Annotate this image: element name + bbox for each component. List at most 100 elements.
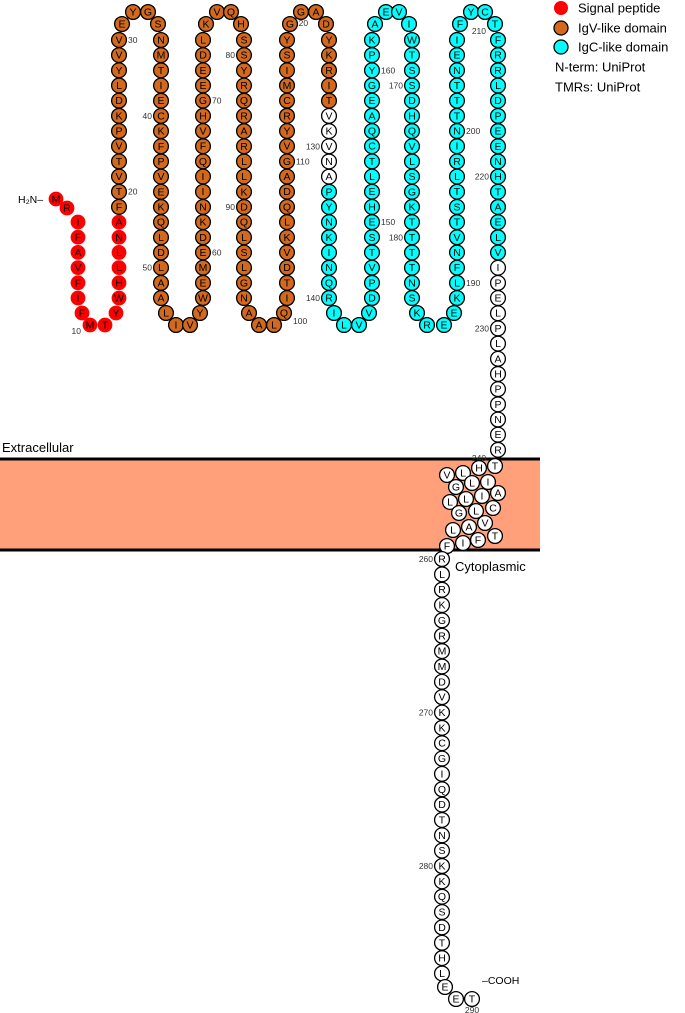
residue-circle	[463, 990, 481, 1008]
residue-letter: C	[489, 503, 497, 515]
residue-161: P	[363, 47, 381, 64]
residue-letter: Y	[112, 308, 119, 320]
residue-letter: F	[158, 141, 164, 153]
residue-letter: L	[369, 171, 375, 183]
residue-letter: L	[463, 494, 469, 506]
residue-letter: F	[454, 262, 460, 274]
residue-letter: V	[494, 247, 501, 259]
residue-letter: G	[199, 95, 207, 107]
residue-209: C	[476, 3, 494, 21]
residue-48: L	[152, 229, 170, 246]
residue-153: L	[363, 168, 381, 185]
residue-letter: T	[495, 186, 502, 198]
residue-70: G	[194, 92, 212, 109]
residue-1: M	[48, 191, 64, 207]
cytoplasmic-label: Cytoplasmic	[455, 559, 526, 574]
residue-262: R	[433, 581, 451, 598]
residue-letter: E	[382, 7, 389, 19]
residue-circle	[181, 316, 199, 334]
residue-letter: E	[199, 277, 206, 289]
residue-letter: Q	[408, 126, 416, 138]
residue-8: I	[70, 290, 86, 306]
residue-81: Y	[235, 62, 253, 79]
residue-9: F	[74, 305, 90, 321]
residue-109: A	[278, 168, 296, 185]
residue-89: K	[235, 183, 253, 200]
residue-171: D	[403, 92, 421, 109]
residue-circle	[235, 290, 253, 307]
residue-letter: L	[454, 277, 460, 289]
residue-letter: V	[365, 308, 372, 320]
position-label-100: 100	[293, 316, 307, 326]
residue-letter: I	[441, 768, 444, 780]
residue-letter: A	[74, 247, 81, 259]
residue-letter: I	[175, 320, 178, 332]
residue-letter: Q	[240, 217, 248, 229]
residue-82: R	[235, 77, 253, 94]
residue-76: V	[208, 3, 226, 21]
residue-letter: E	[368, 186, 375, 198]
residue-80: S	[235, 47, 253, 64]
position-label-290: 290	[465, 1005, 479, 1013]
residue-letter: G	[455, 508, 463, 520]
residue-59: M	[194, 259, 212, 276]
residue-249: L	[441, 493, 459, 511]
residue-letter: L	[454, 171, 460, 183]
residue-letter: D	[157, 247, 165, 259]
residue-letter: L	[158, 262, 164, 274]
residue-120: G	[292, 3, 310, 21]
residue-circle	[350, 316, 368, 334]
residue-circle	[265, 316, 283, 334]
residue-65: I	[194, 168, 212, 185]
residue-95: G	[235, 274, 253, 291]
residue-letter: V	[115, 141, 122, 153]
residue-circle	[403, 290, 421, 307]
residue-circle	[448, 31, 466, 48]
residue-40: C	[152, 107, 170, 124]
residue-178: K	[403, 198, 421, 216]
residue-circle	[139, 3, 157, 21]
residue-222: A	[489, 198, 507, 216]
residue-letter: A	[465, 522, 472, 534]
residue-278: N	[433, 827, 451, 844]
residue-158: E	[363, 92, 381, 109]
residue-letter: L	[158, 232, 164, 244]
residue-letter: T	[102, 320, 109, 332]
residue-letter: F	[457, 19, 463, 31]
residue-letter: K	[325, 126, 332, 138]
residue-106: L	[278, 214, 296, 231]
residue-letter: E	[199, 247, 206, 259]
residue-86: R	[235, 138, 253, 155]
residue-136: K	[320, 229, 338, 246]
residue-letter: K	[368, 34, 375, 46]
residue-circle	[222, 3, 240, 21]
residue-letter: G	[283, 156, 291, 168]
residue-letter: R	[494, 65, 502, 77]
residue-letter: E	[368, 95, 375, 107]
residue-186: R	[418, 316, 436, 334]
residue-letter: E	[199, 65, 206, 77]
residue-letter: I	[456, 34, 459, 46]
residue-244: L	[463, 474, 481, 492]
residue-79: S	[235, 31, 253, 49]
residue-143: V	[350, 316, 368, 334]
residue-letter: K	[438, 722, 445, 734]
residue-177: G	[403, 183, 421, 200]
position-label-260: 260	[419, 554, 433, 564]
residue-letter: C	[481, 7, 489, 19]
residue-circle	[110, 31, 128, 48]
residue-letter: E	[441, 982, 448, 994]
residue-letter: E	[118, 19, 125, 31]
residue-letter: L	[163, 308, 169, 320]
residue-letter: W	[407, 35, 417, 47]
residue-letter: T	[454, 95, 461, 107]
position-label-80: 80	[226, 50, 236, 60]
residue-141: I	[325, 304, 343, 322]
residue-letter: V	[453, 232, 460, 244]
residue-letter: I	[202, 186, 205, 198]
position-label-140: 140	[306, 293, 320, 303]
residue-letter: A	[157, 293, 164, 305]
residue-78: H	[232, 15, 250, 33]
residue-50: L	[152, 259, 170, 276]
residue-104: V	[278, 244, 296, 261]
